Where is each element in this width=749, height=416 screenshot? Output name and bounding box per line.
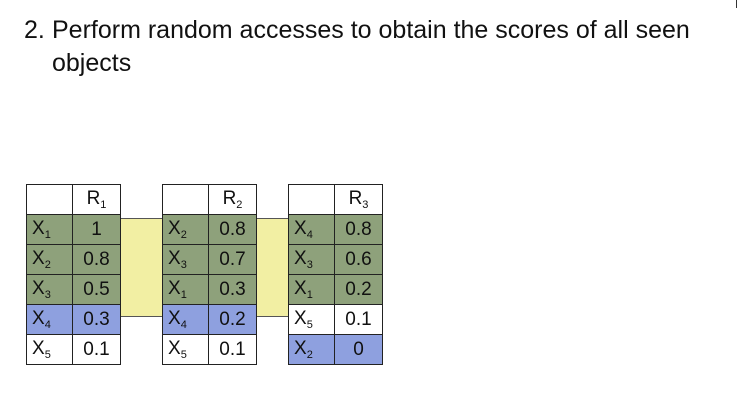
object-score: 0.1 <box>208 334 257 365</box>
object-id: X4 <box>288 214 335 245</box>
object-id: X1 <box>26 214 73 245</box>
object-id: X5 <box>26 334 73 365</box>
object-score: 0.1 <box>72 334 121 365</box>
corner-tick <box>736 0 737 8</box>
object-id: X3 <box>288 244 335 275</box>
step-number: 2. <box>24 16 45 44</box>
object-id: X4 <box>26 304 73 335</box>
header-blank-cell <box>162 184 209 215</box>
object-score: 0.2 <box>208 304 257 335</box>
object-score: 0.1 <box>334 304 383 335</box>
object-id: X2 <box>162 214 209 245</box>
object-score: 0.2 <box>334 274 383 305</box>
list-header-row: R3 <box>288 184 383 215</box>
header-blank-cell <box>288 184 335 215</box>
object-score: 0 <box>334 334 383 365</box>
object-id: X3 <box>162 244 209 275</box>
object-score: 0.8 <box>208 214 257 245</box>
object-id: X1 <box>162 274 209 305</box>
list-name: R3 <box>334 184 383 215</box>
object-id: X5 <box>162 334 209 365</box>
object-id: X3 <box>26 274 73 305</box>
object-score: 0.3 <box>208 274 257 305</box>
slide-heading: 2.Perform random accesses to obtain the … <box>24 14 744 80</box>
object-id: X2 <box>26 244 73 275</box>
object-score: 0.8 <box>72 244 121 275</box>
row-band-1-2 <box>120 218 164 317</box>
row-band-2-3 <box>256 218 288 317</box>
list-header-row: R2 <box>162 184 257 215</box>
object-id: X1 <box>288 274 335 305</box>
object-score: 1 <box>72 214 121 245</box>
heading-line-1: Perform random accesses to obtain the sc… <box>52 16 690 44</box>
object-score: 0.8 <box>334 214 383 245</box>
object-score: 0.7 <box>208 244 257 275</box>
object-score: 0.3 <box>72 304 121 335</box>
list-header-row: R1 <box>26 184 121 215</box>
list-name: R2 <box>208 184 257 215</box>
object-id: X2 <box>288 334 335 365</box>
heading-line-2: objects <box>52 49 132 77</box>
header-blank-cell <box>26 184 73 215</box>
object-id: X4 <box>162 304 209 335</box>
object-score: 0.6 <box>334 244 383 275</box>
object-id: X5 <box>288 304 335 335</box>
object-score: 0.5 <box>72 274 121 305</box>
list-name: R1 <box>72 184 121 215</box>
